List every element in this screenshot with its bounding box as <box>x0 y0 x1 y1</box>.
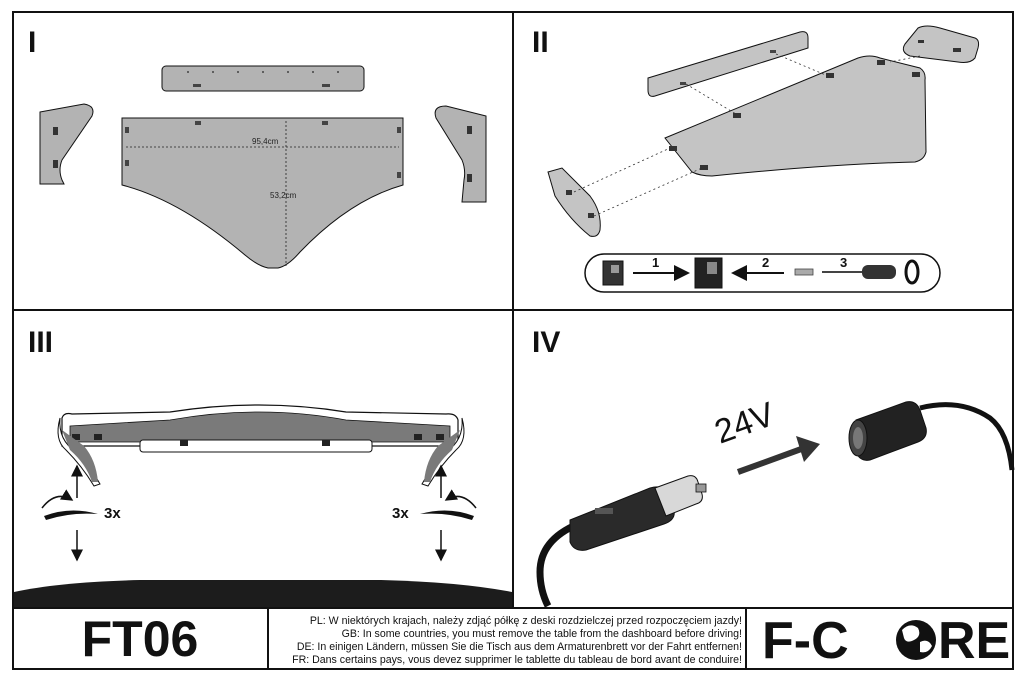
sheet-frame <box>12 11 1014 670</box>
rail-under-table <box>139 439 373 453</box>
voltage-label: 24V <box>710 395 780 452</box>
iso-right-bracket <box>902 25 980 63</box>
panel-2: II 1 <box>532 25 980 293</box>
clip-icon <box>602 260 624 286</box>
notice-gb: GB: In some countries, you must remove t… <box>342 628 742 640</box>
mount-arrows <box>41 464 477 562</box>
globe-icon <box>896 620 936 660</box>
iso-table-top <box>664 55 927 177</box>
socket-icon <box>848 401 1015 471</box>
brand-logo: F-C RE <box>762 612 1010 670</box>
screw-icon <box>794 268 814 276</box>
iso-left-bracket <box>547 167 601 237</box>
top-rail-part <box>161 65 365 92</box>
plug-direction-arrow <box>736 436 820 475</box>
brand-text-left: F-C <box>762 612 849 670</box>
notice-pl: PL: W niektórych krajach, należy zdjąć p… <box>310 615 742 627</box>
right-bracket-part <box>434 105 487 203</box>
step-1-number: 1 <box>652 255 659 270</box>
model-code: FT06 <box>82 611 199 667</box>
footer: FT06 PL: W niektórych krajach, należy zd… <box>82 611 1011 670</box>
panel-4-label: IV <box>532 326 560 359</box>
panel-1-label: I <box>28 26 36 59</box>
step-3-number: 3 <box>840 255 847 270</box>
dimension-lines <box>126 121 399 266</box>
notice-de: DE: In einigen Ländern, müssen Sie die T… <box>297 641 742 653</box>
iso-top-rail <box>647 31 809 97</box>
width-dimension: 95,4cm <box>252 137 279 146</box>
panel-4: IV 24V <box>532 326 1015 608</box>
left-turn-count: 3x <box>104 505 121 522</box>
panel-2-label: II <box>532 26 549 59</box>
left-twist-icon <box>44 510 98 520</box>
step-2-number: 2 <box>762 255 769 270</box>
notice-fr: FR: Dans certains pays, vous devez suppr… <box>292 654 742 666</box>
plug-icon <box>536 475 707 608</box>
assembly-guides <box>573 53 921 217</box>
panel-3: III 3x 3x <box>14 326 512 607</box>
dashboard-silhouette <box>14 580 512 607</box>
right-turn-count: 3x <box>392 505 409 522</box>
table-top-part <box>121 117 404 269</box>
left-bracket-part <box>39 103 94 185</box>
height-dimension: 53,2cm <box>270 191 297 200</box>
panel-3-label: III <box>28 326 53 359</box>
screwdriver-icon <box>822 265 896 279</box>
panel-1: I 95,4cm 53,2cm <box>28 26 487 269</box>
mounted-clip-icon <box>694 257 723 289</box>
right-twist-icon <box>420 510 474 520</box>
brand-text-right: RE <box>938 612 1010 670</box>
ring-icon <box>904 259 920 285</box>
